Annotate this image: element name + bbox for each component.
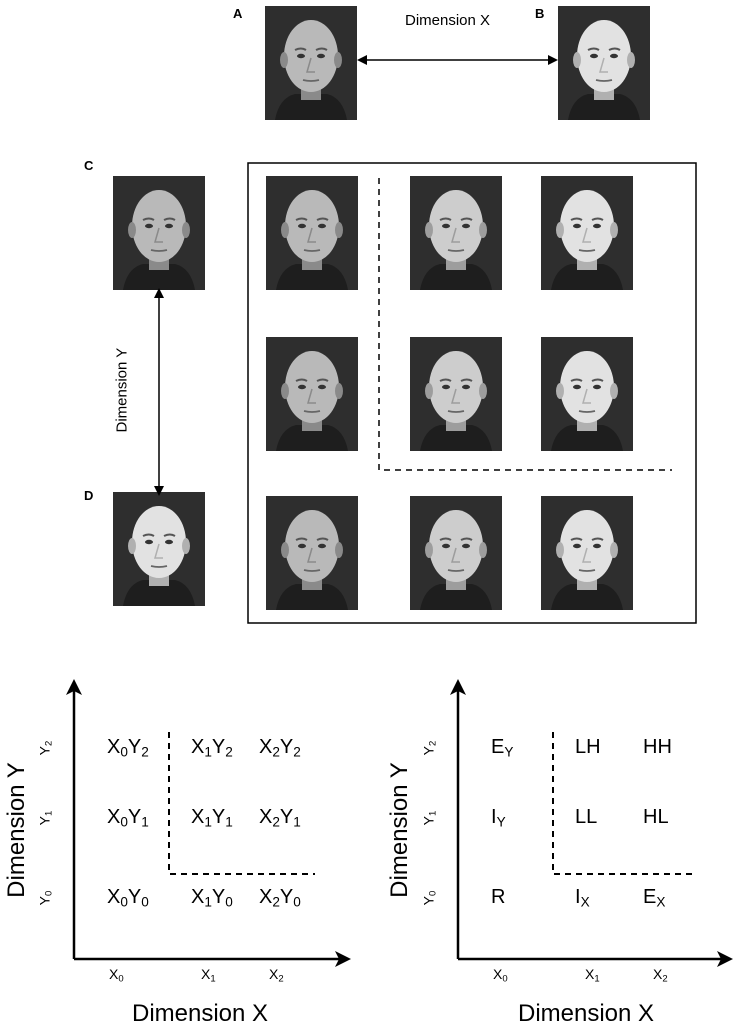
left-graph-cell-r1c1: X1Y1 xyxy=(191,806,233,830)
grid-face-r1c3 xyxy=(541,176,633,290)
face-photo-icon xyxy=(541,337,633,451)
face-photo-a xyxy=(265,6,357,120)
face-photo-icon xyxy=(113,176,205,290)
left-graph-cell-r2c2: X2Y0 xyxy=(259,886,301,910)
left-graph-cell-r1c0: X0Y1 xyxy=(107,806,149,830)
panel-label-b: B xyxy=(535,6,545,21)
grid-dashed-boundary xyxy=(378,178,672,471)
dimension-y-label: Dimension Y xyxy=(113,347,131,433)
left-graph-x-tick-0: X0 xyxy=(109,966,124,985)
face-photo-icon xyxy=(266,337,358,451)
left-graph-y-title: Dimension Y xyxy=(3,762,30,898)
grid-face-r1c1 xyxy=(266,176,358,290)
right-graph-y-tick-1: Y1 xyxy=(420,810,439,826)
right-graph-x-tick-0: X0 xyxy=(493,966,508,985)
grid-face-r3c1 xyxy=(266,496,358,610)
right-graph-cell-r1c1: LL xyxy=(575,806,598,828)
right-graph-y-tick-2: Y2 xyxy=(420,740,439,756)
face-photo-icon xyxy=(541,176,633,290)
right-graph-dashed-boundary xyxy=(552,732,697,875)
right-graph-y-tick-0: Y0 xyxy=(420,890,439,906)
face-photo-icon xyxy=(266,176,358,290)
grid-face-r2c2 xyxy=(410,337,502,451)
left-graph-cell-r0c0: X0Y2 xyxy=(107,736,149,760)
right-graph-x-title: Dimension X xyxy=(518,1000,655,1027)
right-graph-cell-r0c0: EY xyxy=(491,736,514,760)
grid-face-r2c1 xyxy=(266,337,358,451)
face-photo-icon xyxy=(113,492,205,606)
face-photo-icon xyxy=(410,176,502,290)
grid-face-r3c3 xyxy=(541,496,633,610)
right-graph-x-tick-1: X1 xyxy=(585,966,600,985)
right-graph-y-title: Dimension Y xyxy=(386,762,413,898)
right-graph-cell-r1c2: HL xyxy=(643,806,669,828)
dimension-x-label: Dimension X xyxy=(405,12,491,29)
face-photo-icon xyxy=(266,496,358,610)
left-graph-x-tick-2: X2 xyxy=(269,966,284,985)
left-graph-cell-r2c1: X1Y0 xyxy=(191,886,233,910)
right-graph-x-tick-2: X2 xyxy=(653,966,668,985)
left-graph-cell-r0c1: X1Y2 xyxy=(191,736,233,760)
left-graph-x-title: Dimension X xyxy=(132,1000,269,1027)
left-graph-x-tick-1: X1 xyxy=(201,966,216,985)
face-grid-frame xyxy=(247,162,697,624)
right-graph-cell-r0c2: HH xyxy=(643,736,672,758)
face-photo-b xyxy=(558,6,650,120)
face-photo-c xyxy=(113,176,205,290)
left-graph-y-tick-0: Y0 xyxy=(36,890,55,906)
panel-label-c: C xyxy=(84,158,94,173)
grid-face-r3c2 xyxy=(410,496,502,610)
panel-label-d: D xyxy=(84,488,94,503)
grid-face-r1c2 xyxy=(410,176,502,290)
grid-face-r2c3 xyxy=(541,337,633,451)
right-graph-cell-r2c0: R xyxy=(491,886,506,908)
left-graph-dashed-boundary xyxy=(168,732,315,875)
right-graph-cell-r2c2: EX xyxy=(643,886,666,910)
face-photo-icon xyxy=(410,337,502,451)
left-graph-cell-r0c2: X2Y2 xyxy=(259,736,301,760)
face-photo-icon xyxy=(541,496,633,610)
right-graph-cell-r2c1: IX xyxy=(575,886,590,910)
left-graph-y-tick-2: Y2 xyxy=(36,740,55,756)
right-graph-cell-r1c0: IY xyxy=(491,806,506,830)
panel-label-a: A xyxy=(233,6,243,21)
left-graph-cell-r1c2: X2Y1 xyxy=(259,806,301,830)
face-photo-d xyxy=(113,492,205,606)
face-photo-icon xyxy=(410,496,502,610)
right-graph-cell-r0c1: LH xyxy=(575,736,601,758)
left-graph-y-tick-1: Y1 xyxy=(36,810,55,826)
face-photo-icon xyxy=(558,6,650,120)
face-photo-icon xyxy=(265,6,357,120)
left-graph-cell-r2c0: X0Y0 xyxy=(107,886,149,910)
